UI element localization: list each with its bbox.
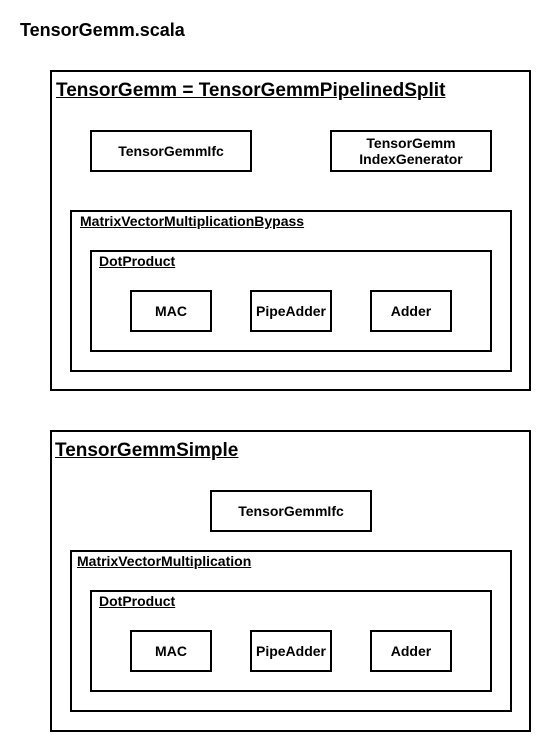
index-generator-label-line2: IndexGenerator [359,151,463,167]
matrix-vector-multiplication-bypass-title: MatrixVectorMultiplicationBypass [80,213,305,229]
tensorgemm-simple-title: TensorGemmSimple [55,440,239,461]
pipe-adder-box: PipeAdder [250,630,332,672]
index-generator-label-line1: TensorGemm [366,135,456,151]
page-title: TensorGemm.scala [20,20,185,40]
dot-product-title: DotProduct [99,593,176,609]
mac-box: MAC [130,630,212,672]
matrix-vector-multiplication-title: MatrixVectorMultiplication [77,553,252,569]
pipe-adder-box: PipeAdder [250,290,332,332]
adder-box: Adder [370,630,452,672]
tensorgemm-pipelined-split-title: TensorGemm = TensorGemmPipelinedSplit [56,80,446,101]
adder-box: Adder [370,290,452,332]
mac-box: MAC [130,290,212,332]
tensorgemm-index-generator-box: TensorGemm IndexGenerator [330,130,492,172]
dot-product-title: DotProduct [99,253,176,269]
tensorgemm-ifc-box: TensorGemmIfc [210,490,372,532]
tensorgemm-ifc-box: TensorGemmIfc [90,130,252,172]
